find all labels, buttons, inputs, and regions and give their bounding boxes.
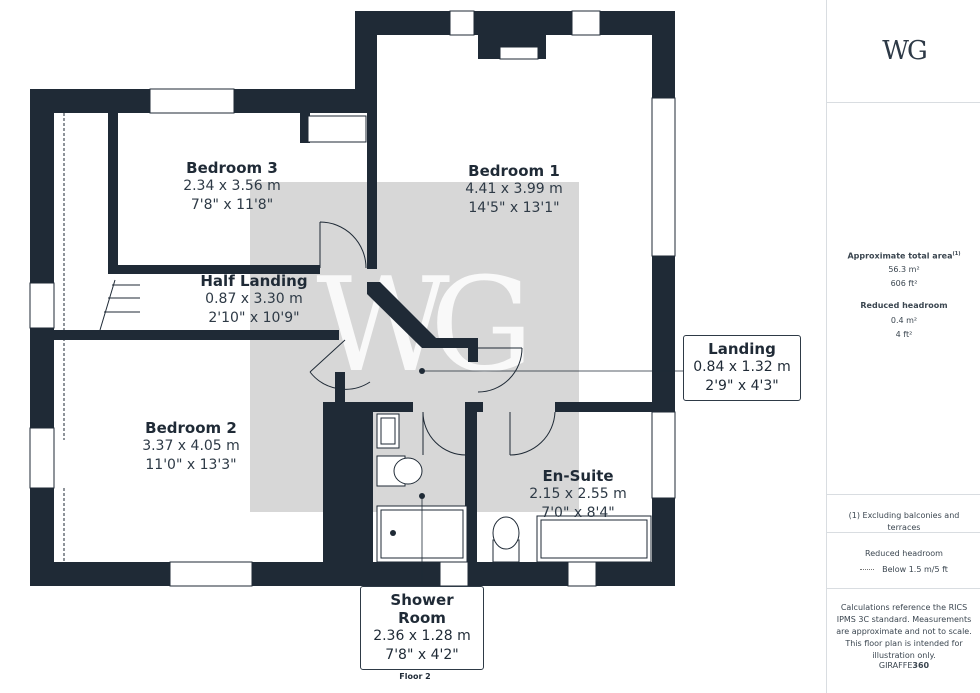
staircase [63,113,140,562]
room-name: Landing [708,340,776,358]
total-area-m2: 56.3 m² [888,265,920,274]
watermark-square [250,182,579,512]
watermark-logo: WG [316,249,524,401]
room-label-shower-room: Shower Room 2.36 x 1.28 m 7'8" x 4'2" [360,586,484,670]
room-metric: 2.36 x 1.28 m [373,628,471,644]
room-name: Bedroom 1 [468,162,560,180]
legend-dotted-line [860,569,875,570]
brand-logo: WG [882,36,928,66]
fireplace [499,46,539,60]
room-label-bedroom2: Bedroom 2 3.37 x 4.05 m 11'0" x 13'3" [142,419,240,475]
room-imperial: 14'5" x 13'1" [468,200,560,216]
room-label-bedroom1: Bedroom 1 4.41 x 3.99 m 14'5" x 13'1" [465,162,563,218]
doors [309,221,556,456]
legend-item: Below 1.5 m/5 ft [833,564,975,576]
bathroom-fixtures [307,115,652,563]
room-name: Half Landing [200,272,308,290]
footnote: (1) Excluding balconies and terraces [848,511,960,532]
total-area-title: Approximate total area(1) [847,251,961,261]
room-metric: 2.34 x 3.56 m [183,178,281,194]
floor-label: Floor 2 [399,672,431,681]
brand-footer: GIRAFFE360 [878,661,930,670]
room-label-landing: Landing 0.84 x 1.32 m 2'9" x 4'3" [683,335,801,401]
room-metric: 2.15 x 2.55 m [529,486,627,502]
room-imperial: 7'0" x 8'4" [541,505,615,521]
room-label-bedroom3: Bedroom 3 2.34 x 3.56 m 7'8" x 11'8" [183,159,281,215]
room-metric: 3.37 x 4.05 m [142,438,240,454]
disclaimer: Calculations reference the RICS IPMS 3C … [836,603,972,660]
room-label-ensuite: En-Suite 2.15 x 2.55 m 7'0" x 8'4" [529,467,627,523]
room-name: Bedroom 3 [186,159,278,177]
room-imperial: 2'10" x 10'9" [208,310,300,326]
reduced-headroom-title: Reduced headroom [860,301,948,310]
room-metric: 0.84 x 1.32 m [693,359,791,375]
total-area-ft2: 606 ft² [890,279,918,288]
room-imperial: 7'8" x 4'2" [385,647,459,663]
room-imperial: 7'8" x 11'8" [190,197,274,213]
room-name: Shower Room [390,591,454,627]
reduced-headroom-ft2: 4 ft² [895,330,913,339]
room-imperial: 11'0" x 13'3" [145,457,237,473]
reduced-headroom-m2: 0.4 m² [890,316,918,325]
room-name: Bedroom 2 [145,419,237,437]
room-metric: 0.87 x 3.30 m [205,291,303,307]
room-metric: 4.41 x 3.99 m [465,181,563,197]
room-name: En-Suite [542,467,614,485]
room-label-half-landing: Half Landing 0.87 x 3.30 m 2'10" x 10'9" [200,272,307,328]
windows [29,10,676,587]
room-imperial: 2'9" x 4'3" [705,378,779,394]
info-panel: WG Approximate total area(1) 56.3 m² 606… [826,0,980,693]
legend-title: Reduced headroom [865,549,943,558]
floor-plan: WG [29,10,684,587]
